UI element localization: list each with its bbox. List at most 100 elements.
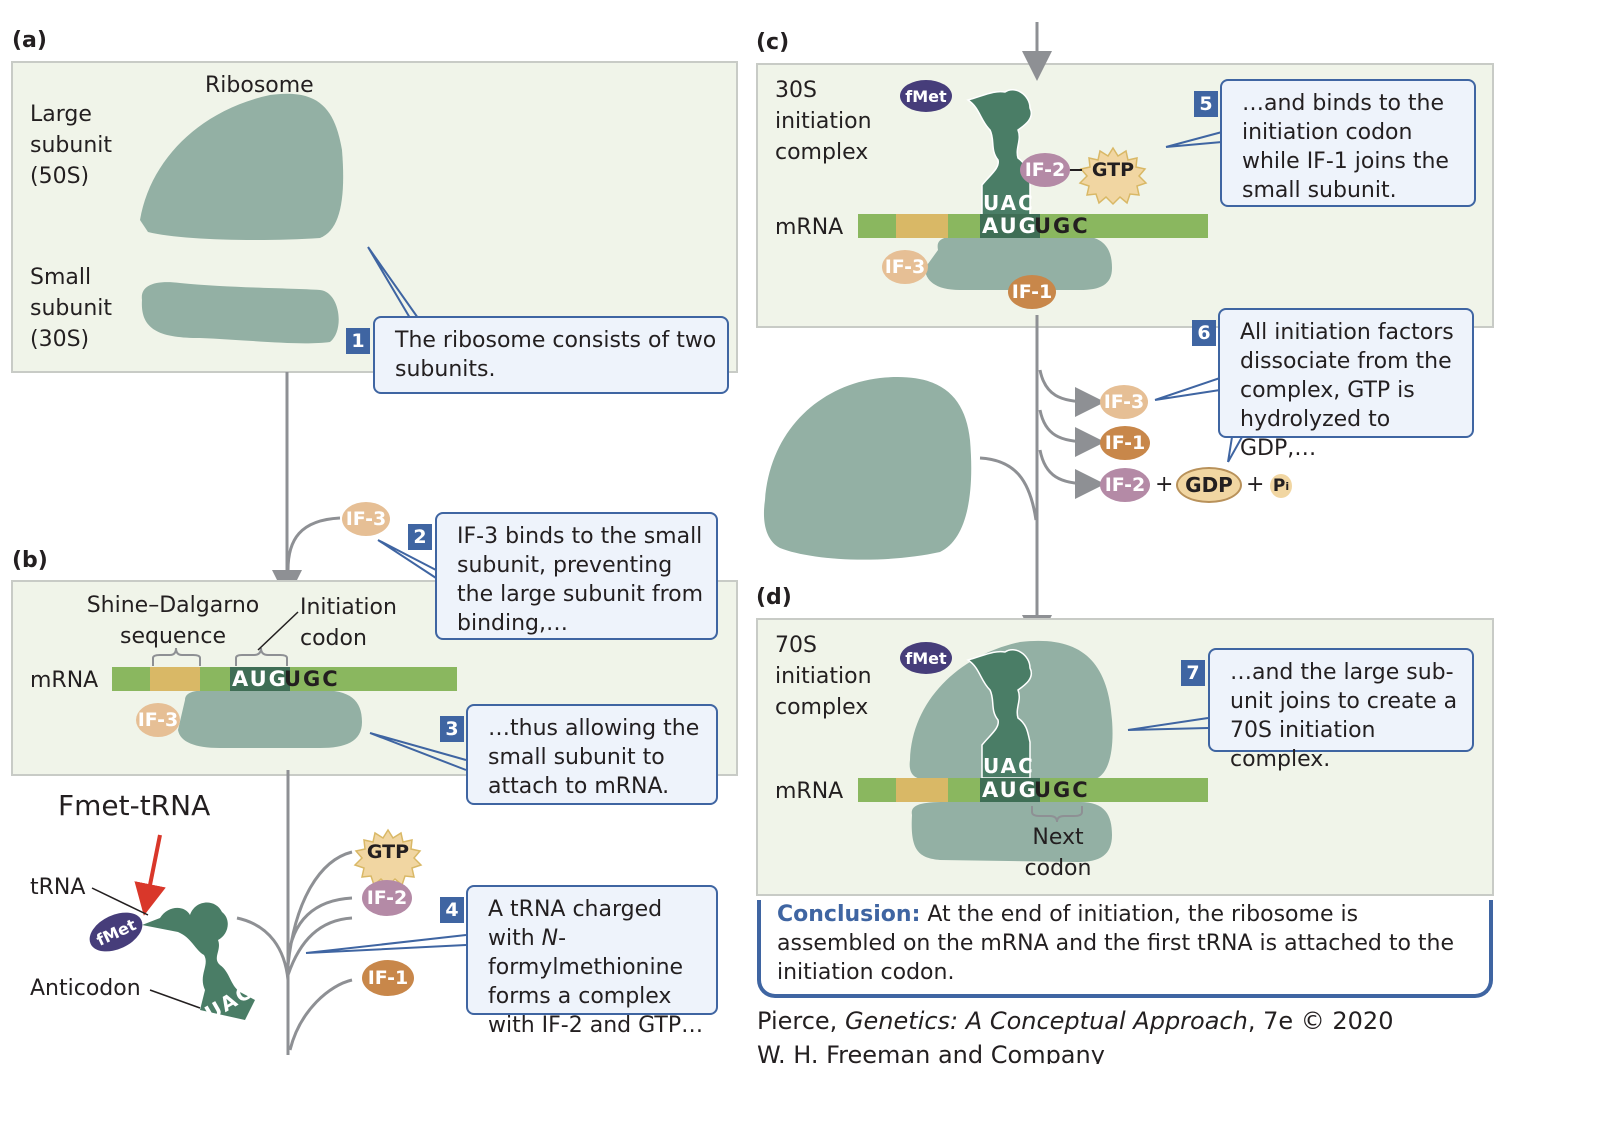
callout-2: IF-3 binds to the small subunit, prevent… <box>435 512 718 640</box>
next-codon: UGC <box>1034 778 1090 802</box>
release-if1-arrow <box>1038 409 1105 457</box>
shine-dalgarno-region <box>896 214 948 238</box>
trna-leader <box>91 887 149 916</box>
start-codon: AUG <box>980 778 1040 802</box>
small-subunit-c <box>925 235 1112 290</box>
large-subunit-free <box>763 377 972 560</box>
fmet-trna-annotation: Fmet-tRNA <box>58 789 211 822</box>
trna-label: tRNA <box>30 875 86 900</box>
callout-4-italic: N <box>541 926 559 951</box>
d-title-line: 70S <box>775 633 817 658</box>
gdp-molecule: GDP <box>1176 467 1242 503</box>
plus-sign: + <box>1155 472 1174 497</box>
fmet-label-c: fMet <box>900 80 952 112</box>
if3-factor-free: IF-3 <box>342 502 390 536</box>
callout-2-pointer <box>377 539 437 579</box>
trna-molecule <box>142 902 255 1020</box>
large-label-line: (50S) <box>30 164 90 189</box>
if3-released: IF-3 <box>1100 385 1148 419</box>
fmet-label-d: fMet <box>900 642 952 674</box>
callout-1-text: The ribosome consists of two subunits. <box>395 328 717 382</box>
init-label-line: codon <box>300 626 367 651</box>
branch-lines <box>236 770 353 1055</box>
callout-7: …and the large sub-unit joins to create … <box>1208 648 1474 772</box>
credit-line-2: W. H. Freeman and Company <box>757 1041 1105 1064</box>
mrna-label-b: mRNA <box>30 668 99 693</box>
large-subunit-join-curve <box>979 456 1038 521</box>
small-subunit-shape <box>141 282 339 344</box>
large-label-line: Large <box>30 102 92 127</box>
shine-dalgarno-region <box>150 667 200 691</box>
mrna-strand-b: AUG UGC <box>112 667 457 691</box>
callout-4: A tRNA charged with N-formylmethionine f… <box>466 885 718 1038</box>
mrna-strand-c: AUG UGC <box>858 214 1208 238</box>
callout-4-text-rest: -formylmethionine forms a complex with I… <box>488 926 704 1038</box>
callout-4-text: A tRNA charged with <box>488 897 663 951</box>
credit-book-title: Genetics: A Conceptual Approach <box>844 1007 1248 1035</box>
step-5-badge: 5 <box>1194 91 1218 117</box>
if2-released: IF-2 <box>1100 468 1150 502</box>
callout-6-text: All initiation factors dissociate from t… <box>1240 320 1454 461</box>
init-label-line: Initiation <box>300 595 397 620</box>
trna-d <box>966 648 1032 779</box>
callout-3-text: …thus allowing the small subunit to atta… <box>488 716 700 799</box>
if1-factor: IF-1 <box>362 960 414 996</box>
small-label-line: subunit <box>30 296 112 321</box>
large-subunit-shape <box>140 93 344 240</box>
pi-symbol: P <box>1272 476 1286 496</box>
callout-6-pointer <box>1154 377 1221 401</box>
callout-3: …thus allowing the small subunit to atta… <box>466 704 718 805</box>
credit-author: Pierce, <box>757 1007 845 1035</box>
mrna-label-d: mRNA <box>775 779 844 804</box>
sd-label-line: sequence <box>119 624 226 649</box>
sd-label-line: Shine–Dalgarno <box>86 593 260 618</box>
gtp-factor: GTP <box>366 841 410 863</box>
step-6-badge: 6 <box>1192 320 1216 346</box>
c-title-line: complex <box>775 140 869 165</box>
release-if3-arrow <box>1038 369 1105 417</box>
conclusion-box: Conclusion: At the end of initiation, th… <box>757 900 1493 998</box>
callout-7-text: …and the large sub-unit joins to create … <box>1230 660 1458 772</box>
if3-factor-bound: IF-3 <box>136 703 180 737</box>
start-codon: AUG <box>980 214 1040 238</box>
step-3-badge: 3 <box>440 716 464 742</box>
step-2-badge: 2 <box>408 524 432 550</box>
if3-factor-c: IF-3 <box>882 250 928 284</box>
release-if2-arrow <box>1038 449 1105 499</box>
panel-a-letter: (a) <box>12 28 47 53</box>
conclusion-text: At the end of initiation, the ribosome i… <box>777 902 1455 985</box>
c-title-line: 30S <box>775 78 817 103</box>
initiation-codon-label: Initiation codon <box>300 592 397 654</box>
callout-4-pointer <box>305 934 467 954</box>
credit-edition: , 7e © 2020 <box>1247 1007 1394 1035</box>
shine-dalgarno-region <box>896 778 948 802</box>
if2-factor: IF-2 <box>362 880 412 916</box>
next-label-line: Next <box>1032 825 1084 850</box>
step-4-badge: 4 <box>440 897 464 923</box>
callout-5-text: …and binds to the initiation codon while… <box>1242 91 1449 203</box>
complex-30s-title: 30S initiation complex <box>775 75 872 168</box>
gtp-factor-c: GTP <box>1091 159 1135 181</box>
mrna-label-c: mRNA <box>775 215 844 240</box>
if2-factor-c: IF-2 <box>1020 153 1070 187</box>
ribosome-title: Ribosome <box>205 73 314 98</box>
callout-1: The ribosome consists of two subunits. <box>373 316 729 394</box>
next-codon-bracket <box>1031 806 1083 823</box>
callout-6-pointer-gdp <box>1227 436 1243 463</box>
large-subunit-label: Large subunit (50S) <box>30 99 112 192</box>
step-7-badge: 7 <box>1181 660 1205 686</box>
anticodon-label: Anticodon <box>30 976 141 1001</box>
small-label-line: Small <box>30 265 92 290</box>
start-codon: AUG <box>230 667 290 691</box>
callout-7-pointer <box>1127 717 1209 731</box>
complex-70s-title: 70S initiation complex <box>775 630 872 723</box>
panel-c-letter: (c) <box>756 30 790 55</box>
conclusion-heading: Conclusion: <box>777 902 921 927</box>
next-codon: UGC <box>1034 214 1090 238</box>
